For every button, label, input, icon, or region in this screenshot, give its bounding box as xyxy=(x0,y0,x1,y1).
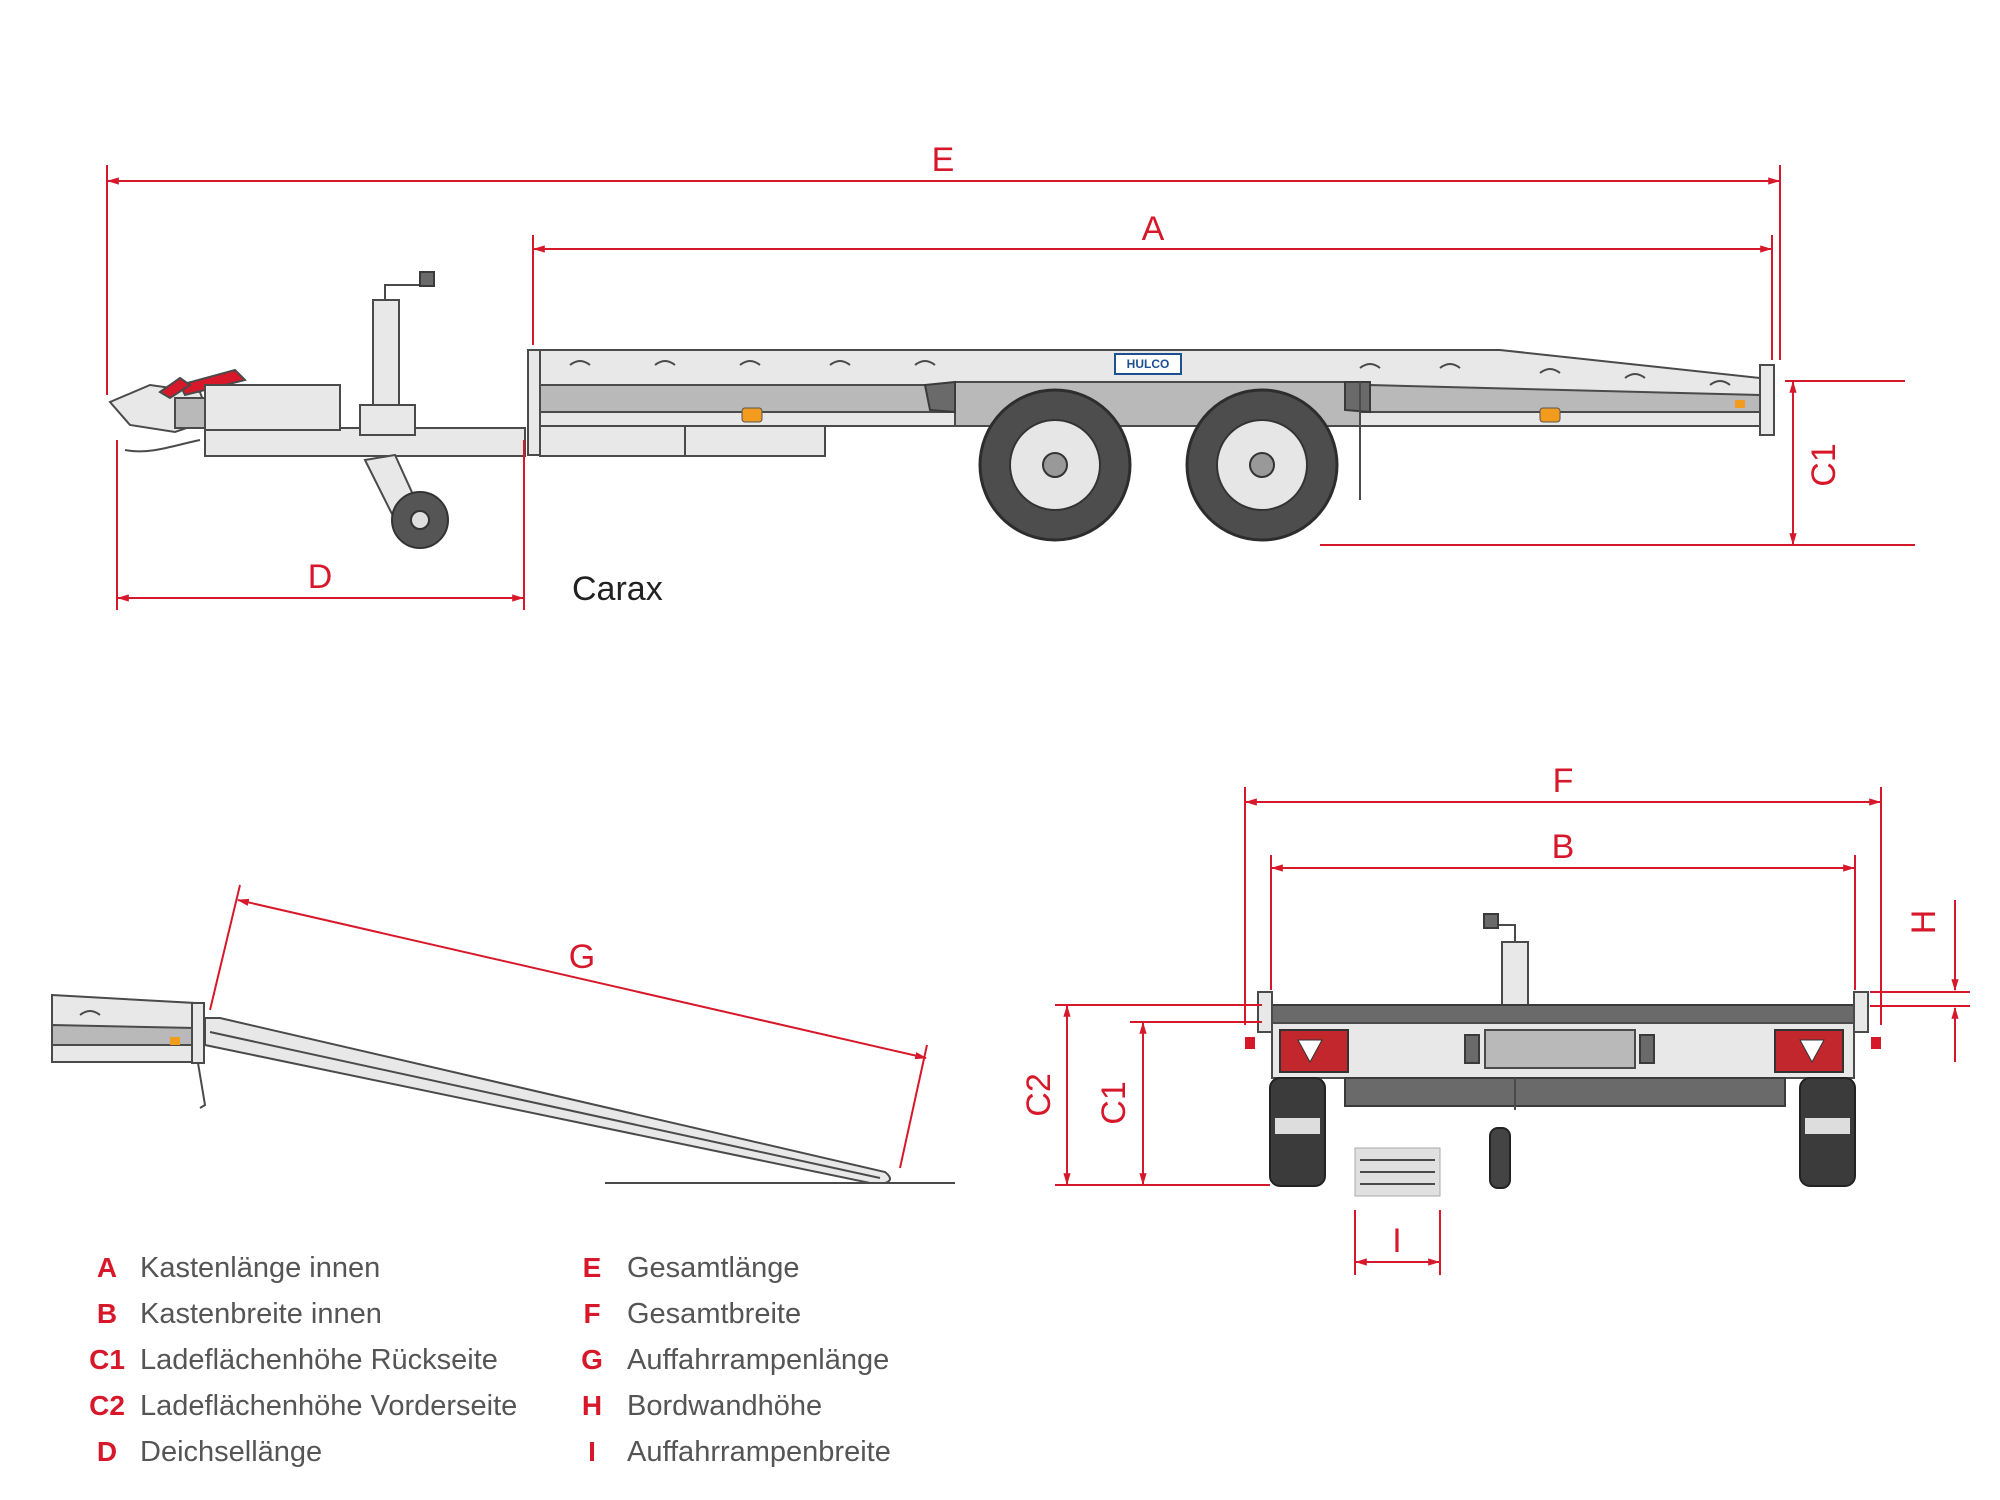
label-h: H xyxy=(1905,910,1943,935)
label-g: G xyxy=(569,938,595,976)
legend-text-c1: Ladeflächenhöhe Rückseite xyxy=(140,1344,498,1376)
side-view: HULCO Carax E xyxy=(106,141,1915,610)
jockey-post xyxy=(372,299,400,421)
wheel-rear xyxy=(1185,388,1339,542)
brand-name: HULCO xyxy=(1127,357,1170,371)
legend-text-i: Auffahrrampenbreite xyxy=(627,1436,891,1468)
legend-text-a: Kastenlänge innen xyxy=(140,1252,380,1284)
model-name: Carax xyxy=(572,570,663,608)
legend-text-d: Deichsellänge xyxy=(140,1436,322,1468)
dimension-d: D xyxy=(116,440,525,610)
label-a: A xyxy=(1142,210,1165,248)
coupling-handle xyxy=(158,376,192,400)
dimension-h: H xyxy=(1870,900,1970,1062)
label-f: F xyxy=(1553,762,1574,800)
legend-text-c2: Ladeflächenhöhe Vorderseite xyxy=(140,1390,517,1422)
label-b: B xyxy=(1552,828,1575,866)
legend-key-a: A xyxy=(97,1252,117,1283)
label-d: D xyxy=(308,558,333,596)
rear-deck xyxy=(1267,1004,1859,1024)
legend-key-b: B xyxy=(97,1298,117,1329)
coupling-bellows xyxy=(174,397,206,429)
dimension-c2: C2 xyxy=(1020,1004,1270,1186)
legend-key-c2: C2 xyxy=(89,1390,125,1421)
dimension-a: A xyxy=(532,210,1773,360)
dimension-g: G xyxy=(209,884,928,1169)
legend-key-d: D xyxy=(97,1436,117,1467)
legend-text-h: Bordwandhöhe xyxy=(627,1390,822,1422)
legend-key-h: H xyxy=(582,1390,602,1421)
legend-key-g: G xyxy=(581,1344,603,1375)
legend-key-f: F xyxy=(583,1298,600,1329)
label-e: E xyxy=(932,141,955,179)
wheel-front xyxy=(978,388,1132,542)
overrun-housing xyxy=(204,384,341,431)
dimension-c1-rear: C1 xyxy=(1095,1021,1262,1186)
side-reflector-rear xyxy=(1539,407,1561,423)
legend-text-b: Kastenbreite innen xyxy=(140,1298,382,1330)
label-c1-rear: C1 xyxy=(1095,1081,1133,1124)
legend-text-g: Auffahrrampenlänge xyxy=(627,1344,889,1376)
tie-down-slots xyxy=(569,360,1731,386)
handbrake-lever xyxy=(178,368,247,397)
dimension-b: B xyxy=(1270,828,1856,990)
dimension-e: E xyxy=(106,141,1781,395)
legend-text-e: Gesamtlänge xyxy=(627,1252,800,1284)
brand-badge xyxy=(1114,353,1182,375)
rear-view: F B H C2 C1 xyxy=(1020,762,1970,1275)
dimension-c1-side: C1 xyxy=(1320,380,1915,546)
label-c2: C2 xyxy=(1020,1073,1058,1116)
legend-key-e: E xyxy=(583,1252,602,1283)
side-reflector-front xyxy=(741,407,763,423)
dimension-i: I xyxy=(1354,1210,1441,1275)
ramp-view: G xyxy=(51,884,955,1184)
rear-post xyxy=(1759,364,1775,436)
legend: A Kastenlänge innen B Kastenbreite innen… xyxy=(89,1252,891,1468)
legend-key-i: I xyxy=(588,1436,596,1467)
legend-text-f: Gesamtbreite xyxy=(627,1298,801,1330)
dimension-f: F xyxy=(1244,762,1882,1025)
legend-key-c1: C1 xyxy=(89,1344,125,1375)
front-post xyxy=(527,349,541,456)
label-c1-side: C1 xyxy=(1805,443,1843,486)
label-i: I xyxy=(1392,1222,1401,1260)
